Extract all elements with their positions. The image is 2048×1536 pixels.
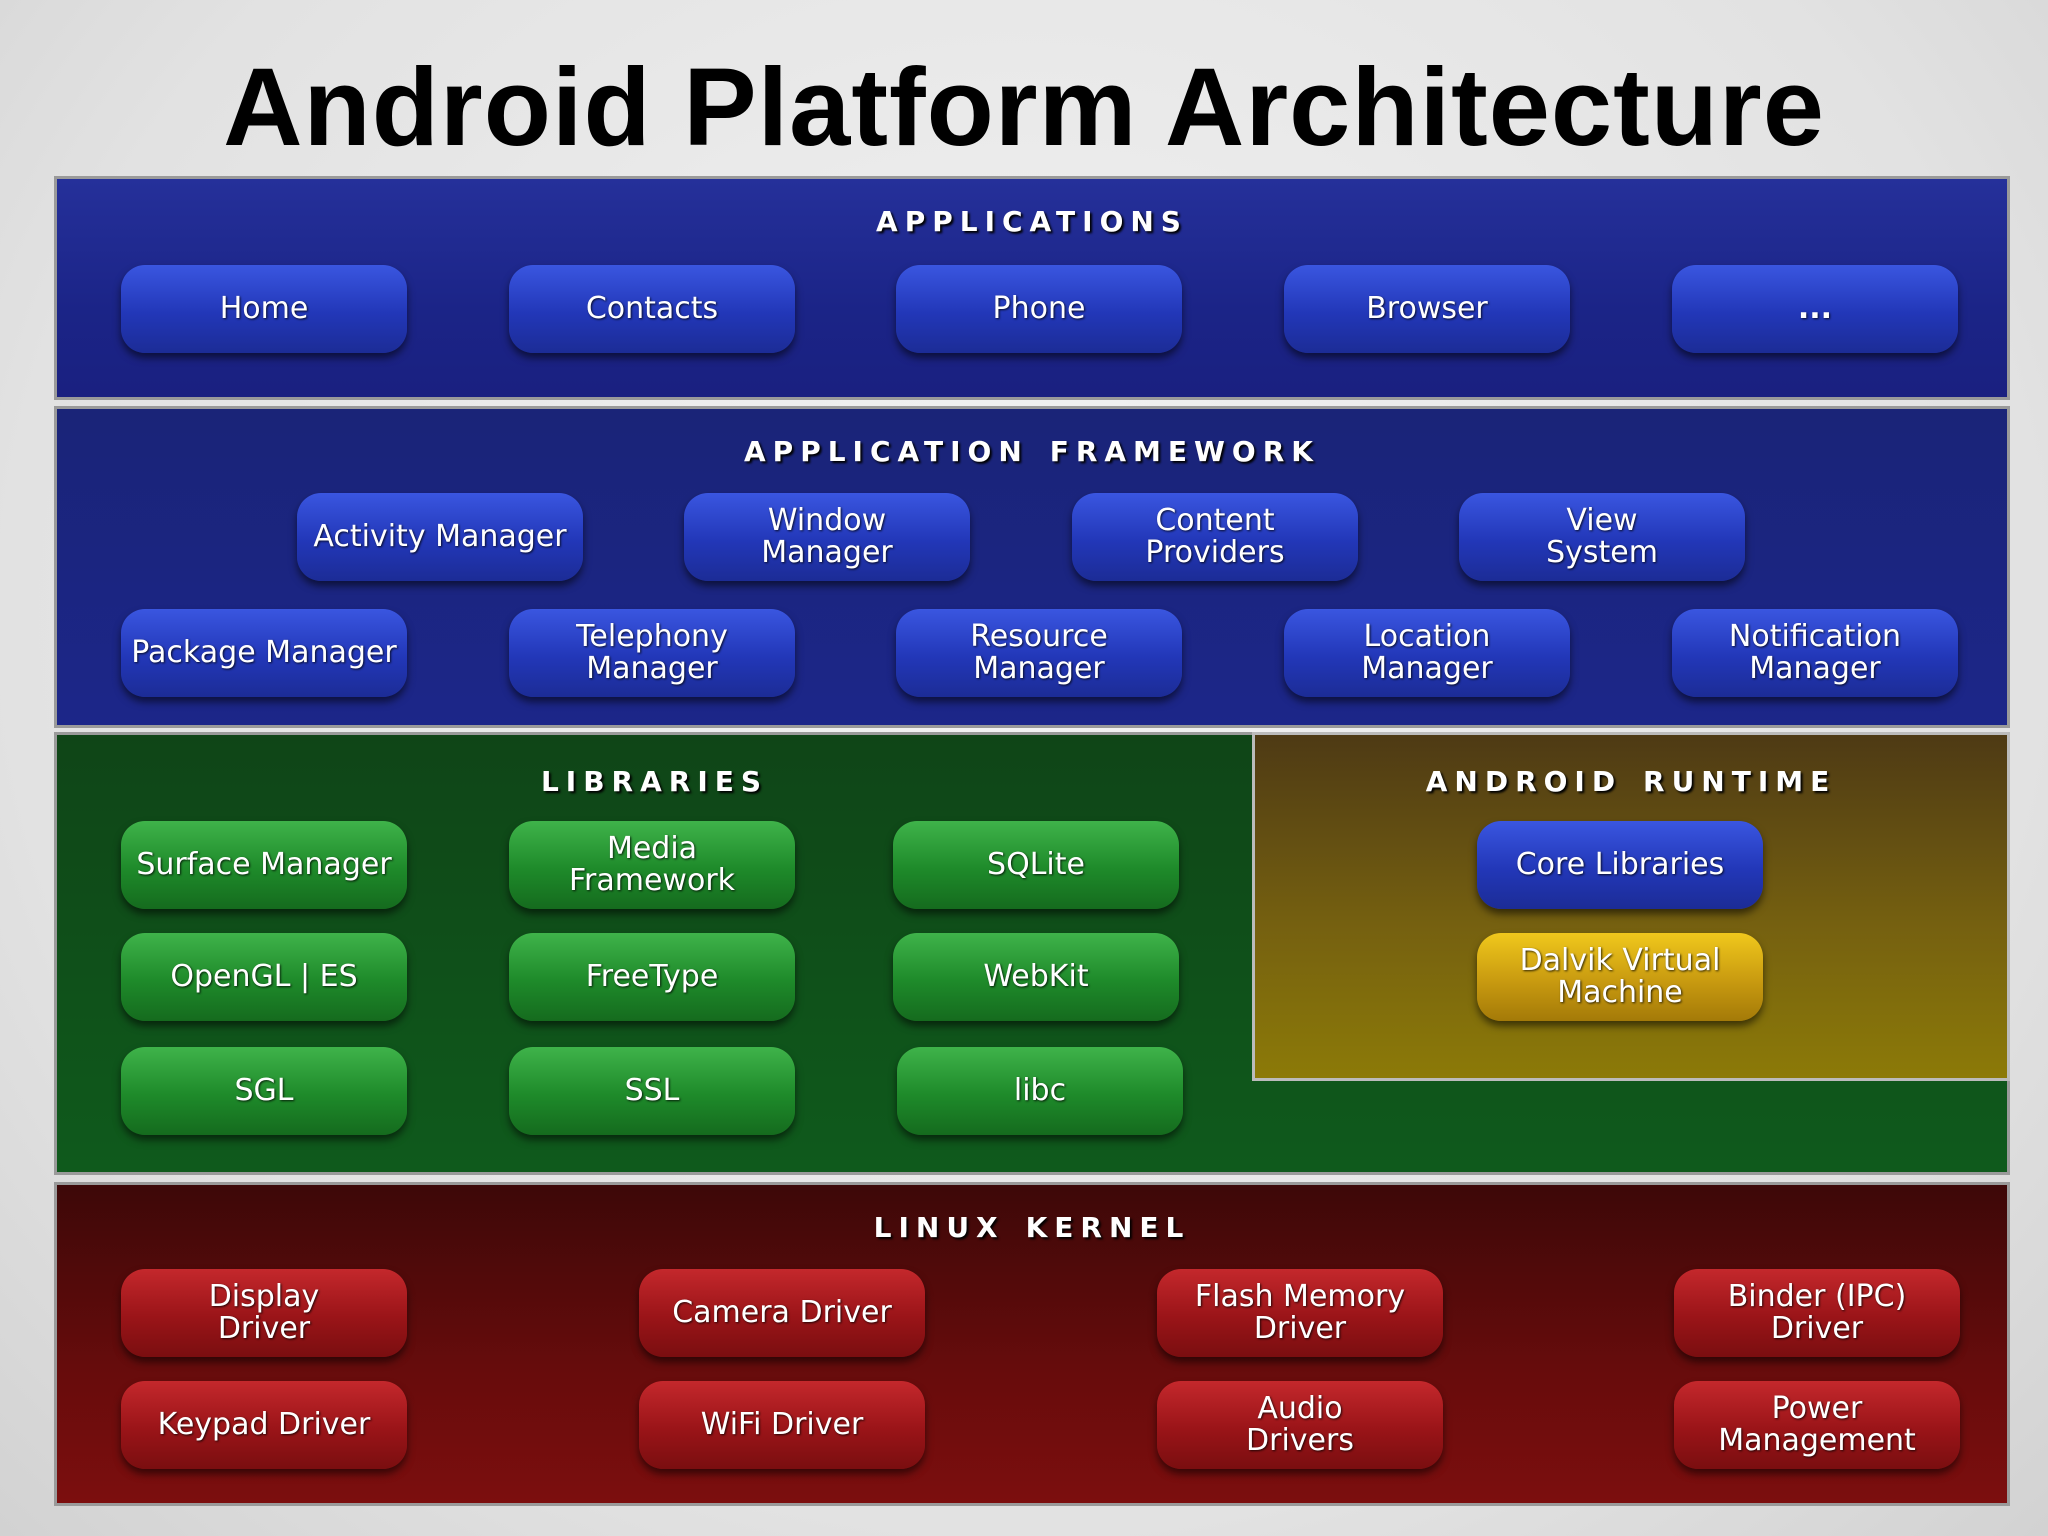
application-framework-layer: Application Framework Activity Manager W… [54, 406, 2010, 728]
rt-core-libraries: Core Libraries [1477, 821, 1763, 909]
libraries-heading: Libraries [540, 755, 769, 801]
android-runtime-layer: Android Runtime Core Libraries Dalvik Vi… [1252, 732, 2010, 1081]
lib-surface-manager: Surface Manager [121, 821, 407, 909]
lib-ssl: SSL [509, 1047, 795, 1135]
kernel-power-management: Power Management [1674, 1381, 1960, 1469]
lib-sqlite: SQLite [893, 821, 1179, 909]
app-contacts: Contacts [509, 265, 795, 353]
kernel-wifi-driver: WiFi Driver [639, 1381, 925, 1469]
fw-content-providers: Content Providers [1072, 493, 1358, 581]
fw-package-manager: Package Manager [121, 609, 407, 697]
app-home: Home [121, 265, 407, 353]
lib-webkit: WebKit [893, 933, 1179, 1021]
app-browser: Browser [1284, 265, 1570, 353]
fw-telephony-manager: Telephony Manager [509, 609, 795, 697]
rt-dalvik-vm: Dalvik Virtual Machine [1477, 933, 1763, 1021]
kernel-audio-drivers: Audio Drivers [1157, 1381, 1443, 1469]
app-phone: Phone [896, 265, 1182, 353]
fw-notification-manager: Notification Manager [1672, 609, 1958, 697]
kernel-camera-driver: Camera Driver [639, 1269, 925, 1357]
fw-location-manager: Location Manager [1284, 609, 1570, 697]
kernel-keypad-driver: Keypad Driver [121, 1381, 407, 1469]
lib-media-framework: Media Framework [509, 821, 795, 909]
app-more: ... [1672, 265, 1958, 353]
lib-freetype: FreeType [509, 933, 795, 1021]
fw-view-system: View System [1459, 493, 1745, 581]
linux-kernel-layer: Linux Kernel Display Driver Camera Drive… [54, 1182, 2010, 1506]
lib-opengl-es: OpenGL | ES [121, 933, 407, 1021]
lib-libc: libc [897, 1047, 1183, 1135]
fw-window-manager: Window Manager [684, 493, 970, 581]
page-title: Android Platform Architecture [223, 46, 1825, 169]
fw-resource-manager: Resource Manager [896, 609, 1182, 697]
fw-activity-manager: Activity Manager [297, 493, 583, 581]
kernel-flash-memory-driver: Flash Memory Driver [1157, 1269, 1443, 1357]
kernel-display-driver: Display Driver [121, 1269, 407, 1357]
kernel-heading: Linux Kernel [873, 1201, 1191, 1247]
lib-sgl: SGL [121, 1047, 407, 1135]
applications-layer: Applications Home Contacts Phone Browser… [54, 176, 2010, 400]
kernel-binder-ipc-driver: Binder (IPC) Driver [1674, 1269, 1960, 1357]
applications-heading: Applications [876, 195, 1188, 241]
runtime-heading: Android Runtime [1425, 755, 1837, 801]
framework-heading: Application Framework [744, 425, 1320, 471]
